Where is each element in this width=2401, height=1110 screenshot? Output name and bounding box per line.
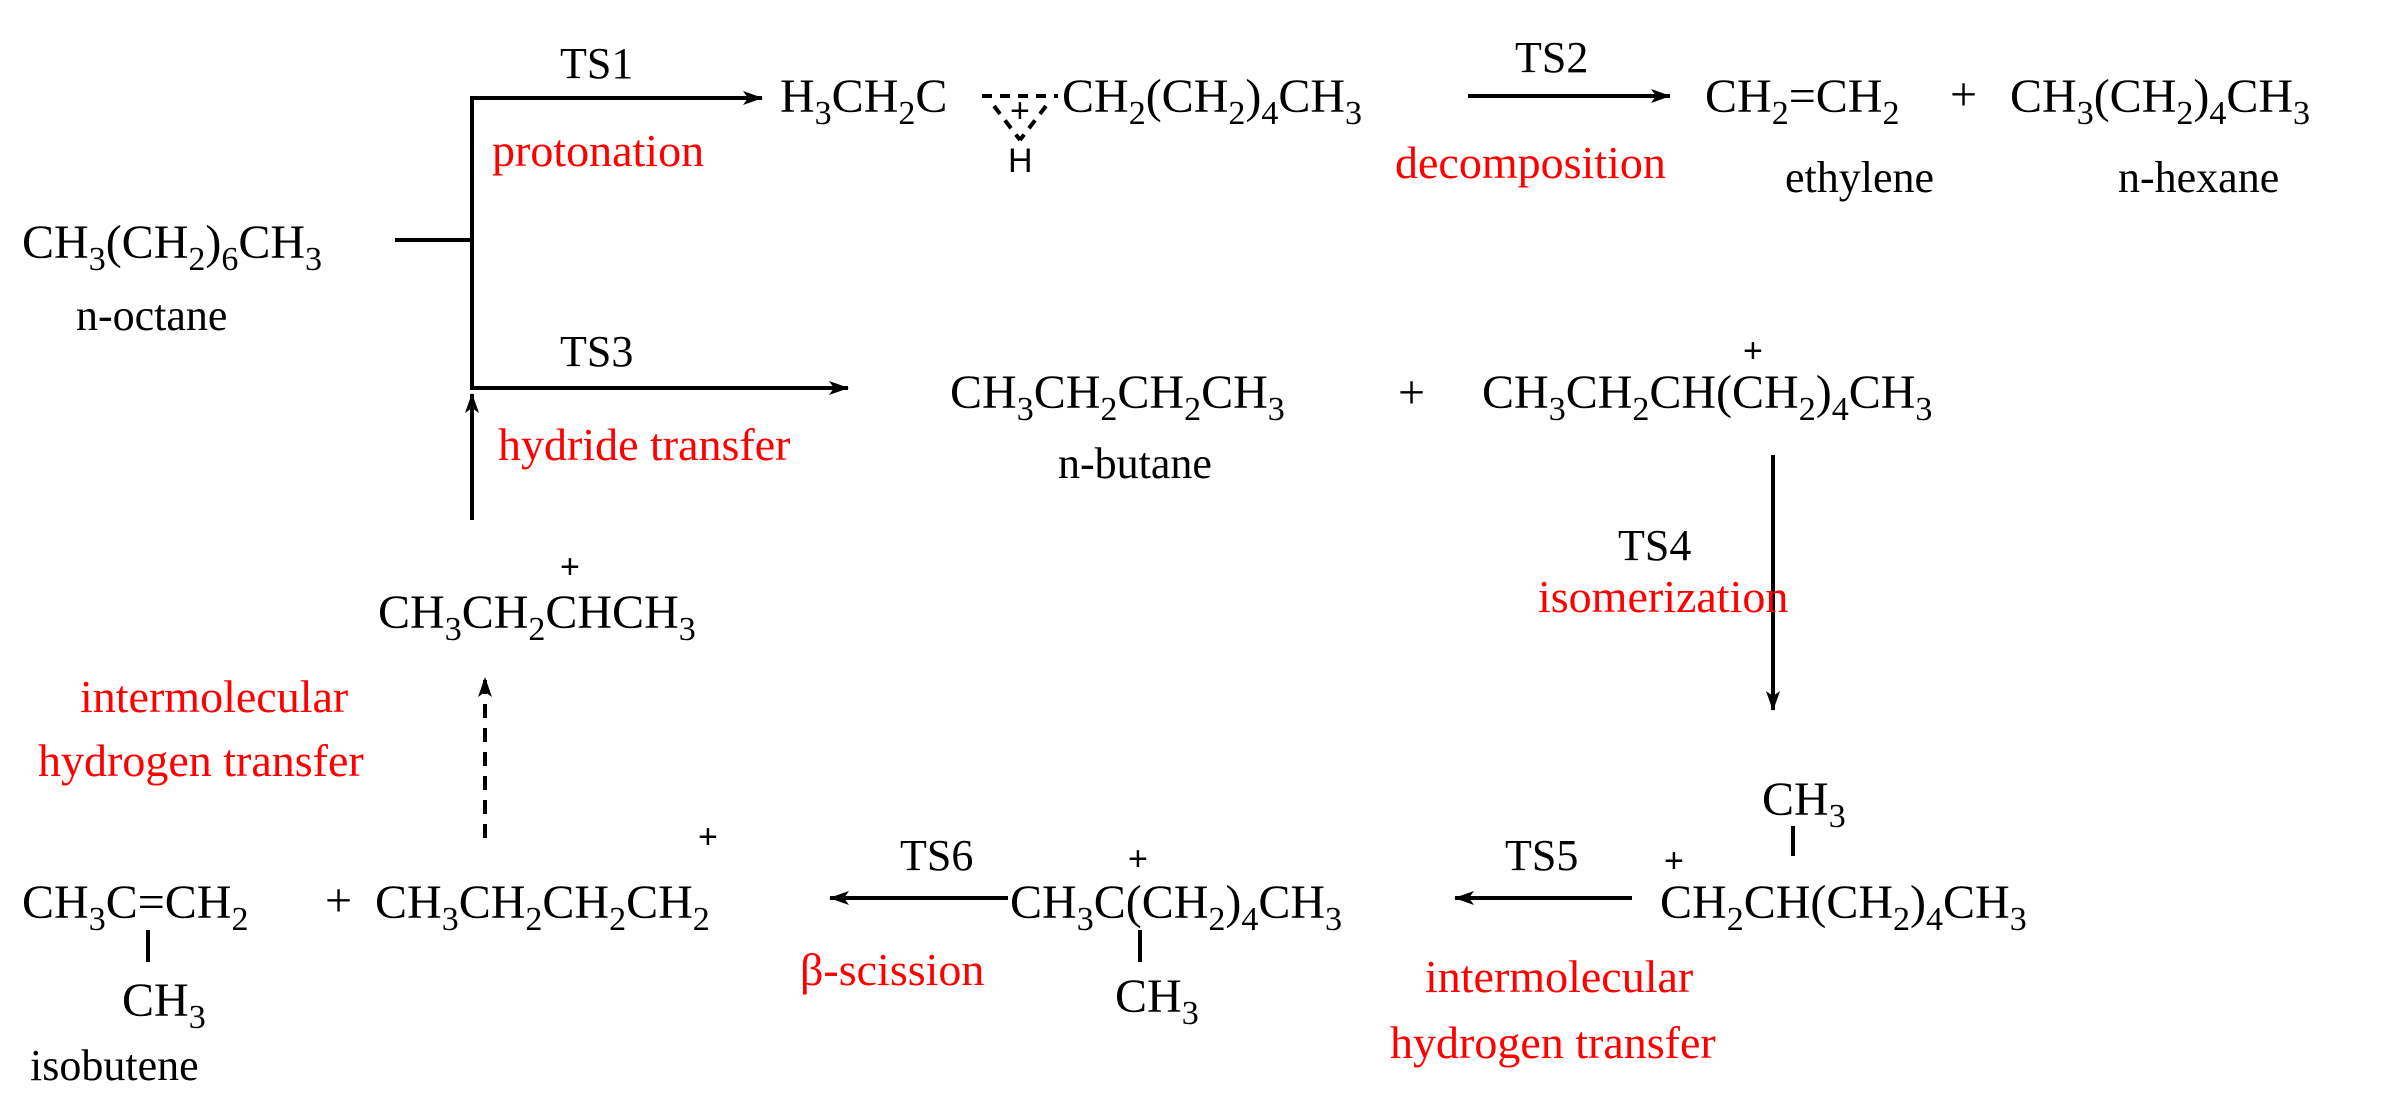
ethylene-formula: CH2​=CH2​ [1705, 70, 1899, 132]
carbonium-bridging-hydrogen: H [1008, 142, 1033, 180]
ts1-label: TS1 [560, 39, 633, 88]
ts3-label: TS3 [560, 327, 633, 376]
plus-sign-products-ts3: + [1398, 366, 1425, 419]
carbonium-charge: + [1010, 92, 1030, 130]
isomerization-label: isomerization [1538, 571, 1788, 622]
ts5-label: TS5 [1505, 831, 1578, 880]
hydride-transfer-label: hydride transfer [498, 419, 791, 470]
n-butane-name: n-butane [1058, 439, 1212, 488]
sec-butyl-cation-formula: CH3​CH2​CHCH3​ [378, 586, 696, 648]
carbonium-three-center-bond [982, 94, 1058, 142]
n-hexane-formula: CH3​(CH2​)4​CH3​ [2010, 70, 2310, 132]
isobutene-methyl-formula: CH3​ [122, 974, 206, 1036]
octyl-cation-charge: + [1743, 332, 1763, 370]
tert-cation-formula: CH3​C(CH2​)4​CH3​ [1010, 876, 1342, 938]
methylheptyl-methyl-formula: CH3​ [1762, 773, 1846, 835]
methylheptyl-cation-formula: CH2​CH(CH2​)4​CH3​ [1660, 876, 2027, 938]
hydrogen-transfer-label-bottom: hydrogen transfer [1390, 1017, 1716, 1068]
plus-sign-products-ts6: + [325, 874, 352, 927]
ts2-label: TS2 [1515, 33, 1588, 82]
decomposition-label: decomposition [1395, 137, 1666, 188]
tert-cation-charge: + [1128, 840, 1148, 878]
n-butane-formula: CH3​CH2​CH2​CH3​ [950, 366, 1285, 428]
protonation-label: protonation [492, 125, 704, 176]
plus-sign-products-ts2: + [1950, 68, 1977, 121]
n-hexane-name: n-hexane [2118, 153, 2279, 202]
n-octane-name: n-octane [76, 291, 227, 340]
beta-scission-label: β-scission [800, 944, 984, 995]
isobutene-name: isobutene [30, 1041, 199, 1090]
isobutene-formula: CH3​C=CH2​ [22, 876, 248, 938]
ethylene-name: ethylene [1785, 153, 1934, 202]
intermolecular-label-bottom: intermolecular [1425, 951, 1693, 1002]
carbonium-ion-left-formula: H3​CH2​C [780, 70, 947, 132]
octyl-cation-formula: CH3​CH2​CH(CH2​)4​CH3​ [1482, 366, 1932, 428]
methylheptyl-cation-charge: + [1664, 842, 1684, 880]
sec-butyl-cation-charge: + [560, 548, 580, 586]
hydrogen-transfer-label-left: hydrogen transfer [38, 735, 364, 786]
butyl-cation-formula: CH3​CH2​CH2​CH2​ [375, 876, 710, 938]
n-octane-formula: CH3​(CH2​)6​CH3​ [22, 216, 322, 278]
ts4-label: TS4 [1618, 521, 1691, 570]
intermolecular-label-left: intermolecular [80, 671, 348, 722]
butyl-cation-charge: + [698, 818, 718, 856]
carbonium-ion-right-formula: CH2​(CH2​)4​CH3​ [1062, 70, 1362, 132]
tert-methyl-formula: CH3​ [1115, 970, 1199, 1032]
ts6-label: TS6 [900, 831, 973, 880]
step-labels: protonation decomposition hydride transf… [38, 125, 1788, 1068]
